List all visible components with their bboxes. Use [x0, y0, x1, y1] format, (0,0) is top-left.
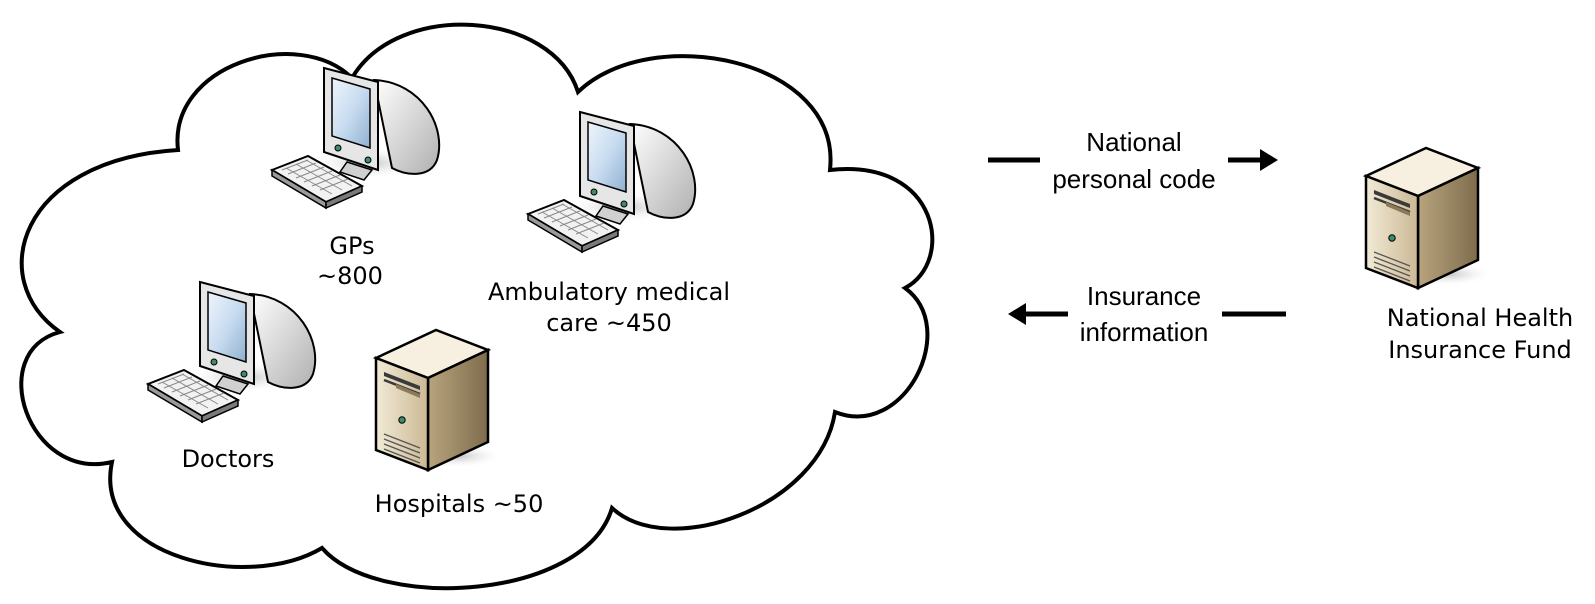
response-label: Insurance — [1087, 281, 1201, 311]
ambulatory-count: care ~450 — [546, 309, 672, 337]
response-arrow — [1008, 303, 1286, 325]
hospitals-server-icon — [374, 328, 506, 472]
request-label: National — [1086, 127, 1181, 157]
doctors-label: Doctors — [182, 445, 275, 473]
fund-label: National Health — [1387, 304, 1573, 332]
request-label-line2: personal code — [1052, 164, 1215, 194]
ambulatory-label: Ambulatory medical — [488, 278, 730, 306]
gps-label: GPs — [329, 232, 374, 260]
response-label-line2: information — [1080, 317, 1209, 347]
hospitals-label: Hospitals ~50 — [375, 490, 544, 518]
fund-server-icon — [1364, 146, 1496, 290]
network-cloud — [19, 22, 935, 591]
gps-count: ~800 — [317, 262, 383, 290]
fund-label-line2: Insurance Fund — [1388, 336, 1572, 364]
request-arrow — [988, 149, 1278, 171]
